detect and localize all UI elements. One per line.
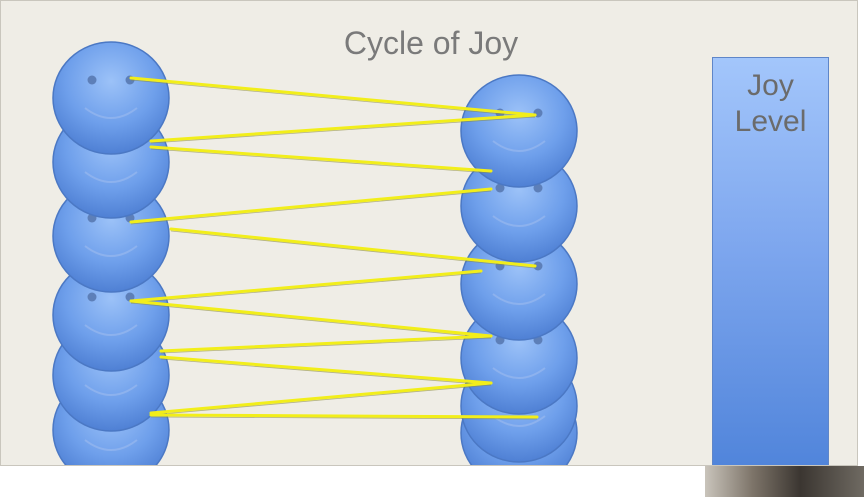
eye-icon	[87, 292, 97, 302]
connector-line-shadow	[150, 116, 536, 144]
connector-line	[149, 113, 537, 143]
smiley-face-icon	[52, 258, 170, 372]
connector-line-shadow	[130, 302, 492, 339]
connector-line-shadow	[160, 337, 492, 354]
smile-icon	[492, 215, 546, 227]
smile-icon	[84, 439, 138, 451]
connector-line	[129, 299, 493, 338]
connector-line-shadow	[160, 358, 492, 386]
joy-label-line2: Level	[734, 105, 807, 138]
eye-icon	[533, 261, 543, 271]
smile-icon	[492, 367, 546, 379]
smile-icon	[84, 171, 138, 183]
faces-group	[52, 41, 578, 465]
connector-line-shadow	[130, 272, 482, 304]
joy-level-label: Joy Level	[713, 68, 828, 140]
joy-level-bar: Joy Level	[712, 57, 829, 465]
eye-icon	[495, 183, 505, 193]
background-photo-strip	[705, 466, 864, 497]
cycle-diagram	[52, 41, 578, 465]
eye-icon	[87, 75, 97, 85]
connector-line	[149, 381, 493, 415]
page-title: Cycle of Joy	[343, 25, 519, 61]
eye-icon	[533, 183, 543, 193]
connector-line-shadow	[130, 190, 492, 225]
smile-icon	[84, 384, 138, 396]
connector-line	[159, 355, 493, 385]
joy-label-line1: Joy	[747, 69, 794, 102]
eye-icon	[125, 292, 135, 302]
connector-line	[169, 227, 537, 268]
connector-line	[129, 269, 483, 303]
smile-icon	[84, 245, 138, 257]
connector-line	[129, 187, 493, 224]
connector-line-shadow	[150, 384, 492, 416]
smile-icon	[84, 324, 138, 336]
smile-icon	[492, 293, 546, 305]
connector-line-shadow	[130, 79, 536, 118]
connector-line	[159, 334, 493, 353]
slide-canvas: Cycle of Joy Joy Level	[0, 0, 858, 466]
smiley-face-icon	[52, 41, 170, 155]
connector-line-shadow	[150, 416, 538, 420]
connector-line	[149, 145, 493, 173]
connector-line-shadow	[170, 230, 536, 269]
connector-line	[149, 413, 539, 419]
smile-icon	[492, 140, 546, 152]
connector-line-shadow	[150, 148, 492, 174]
connector-lines	[129, 76, 539, 420]
smiley-face-icon	[460, 227, 578, 341]
connector-line	[129, 76, 537, 117]
smile-icon	[84, 107, 138, 119]
